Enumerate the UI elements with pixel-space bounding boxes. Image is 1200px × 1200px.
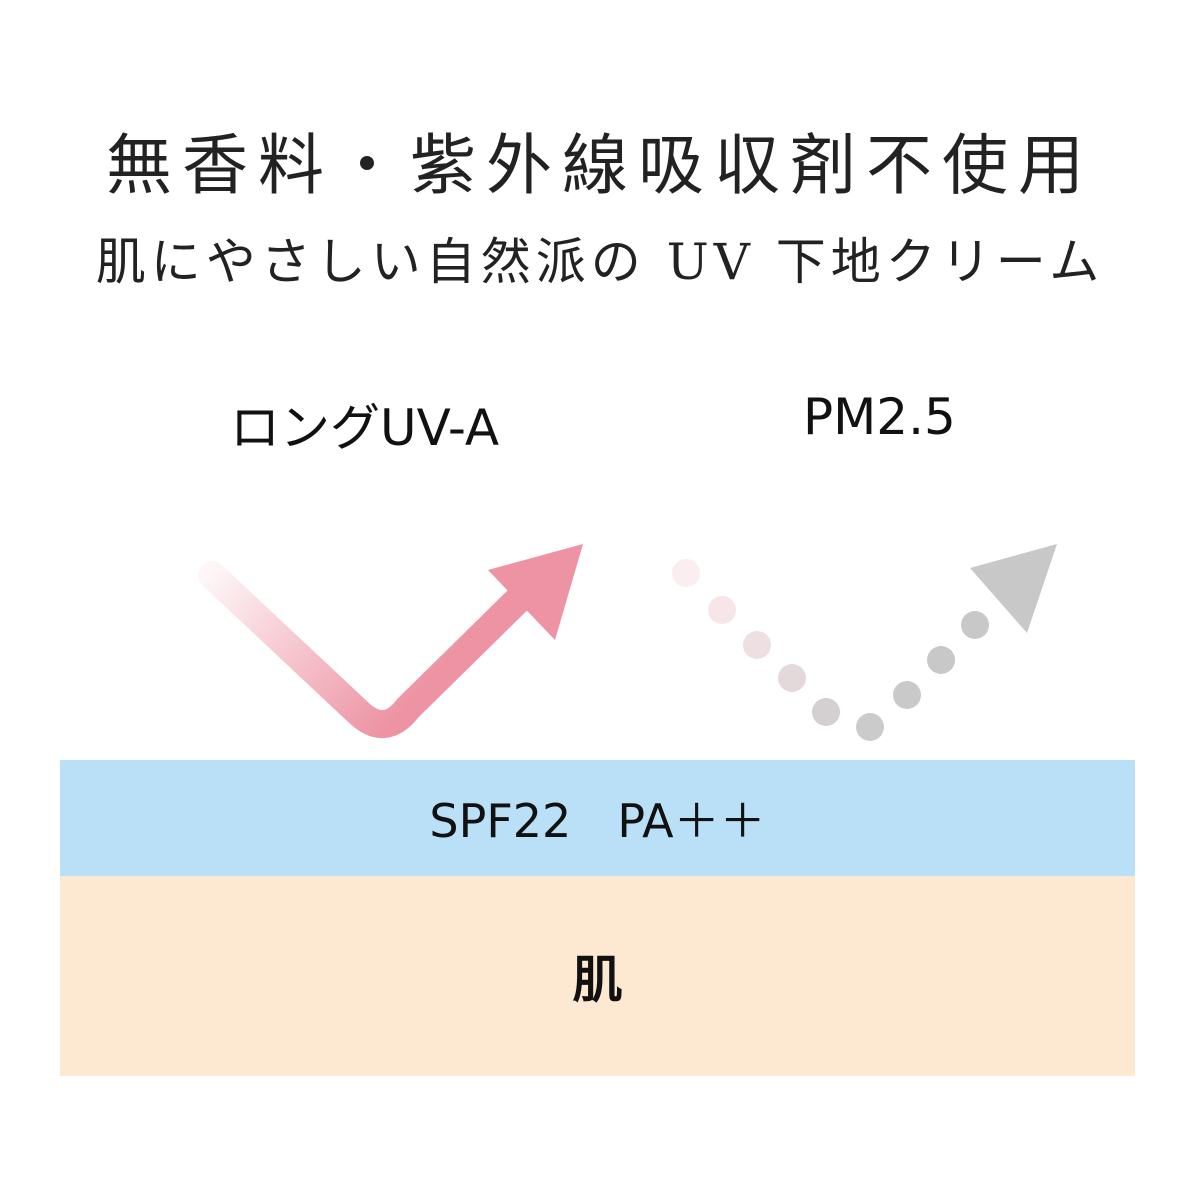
headline: 無香料・紫外線吸収剤不使用 [106, 127, 1094, 204]
skin-layer: 肌 [60, 876, 1135, 1076]
protection-layer-label: SPF22 PA＋＋ [429, 794, 766, 848]
protection-layer: SPF22 PA＋＋ [60, 760, 1135, 876]
uva-label: ロングUV-A [230, 399, 500, 457]
reflection-diagram [198, 544, 1057, 741]
pm25-reflect-dotted-arrow [672, 544, 1057, 741]
pm25-label: PM2.5 [803, 388, 956, 446]
subheadline: 肌にやさしい自然派の UV 下地クリーム [95, 233, 1105, 291]
uv-reflect-arrow [198, 544, 583, 739]
skin-layer-label: 肌 [572, 951, 623, 1009]
